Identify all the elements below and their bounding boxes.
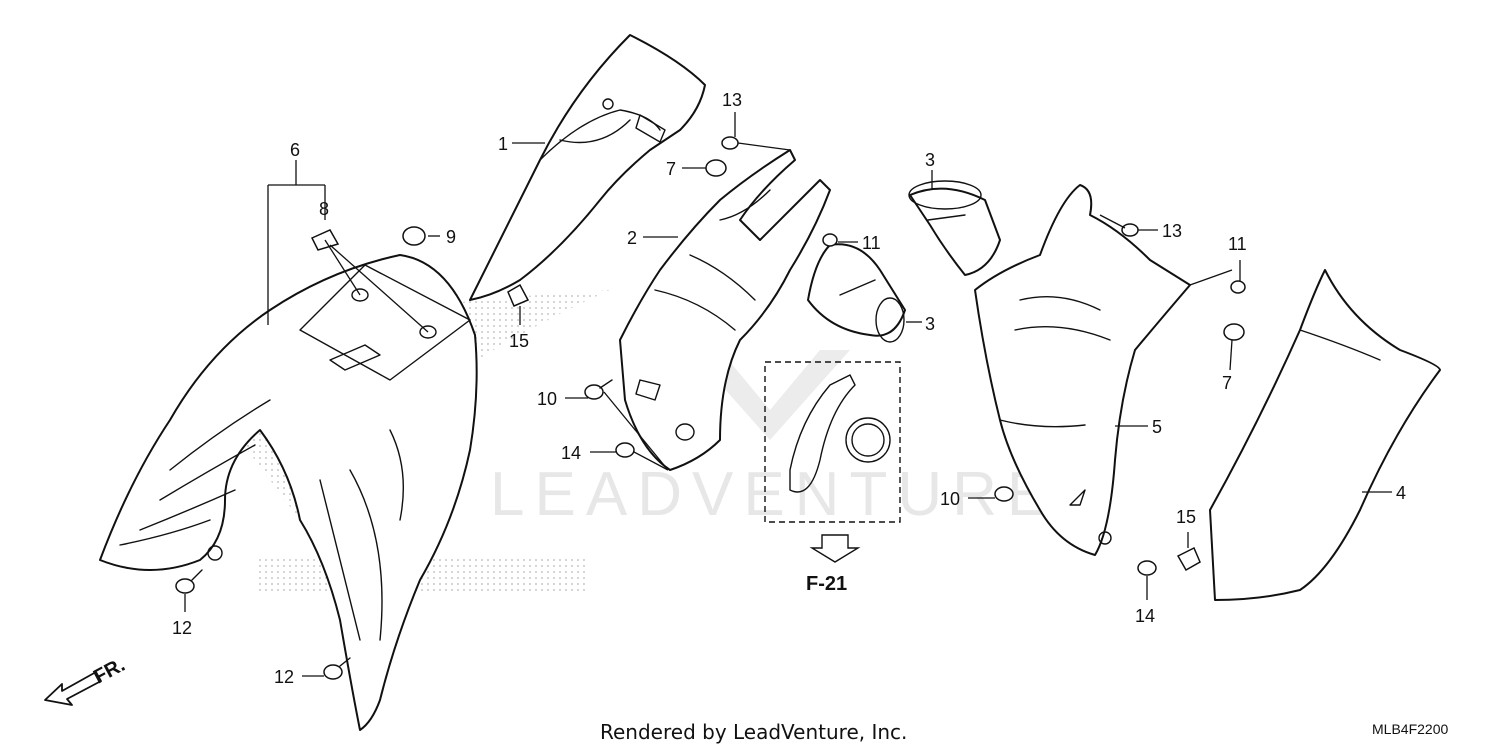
callout-3[interactable]: 3 [925, 150, 935, 170]
callout-9[interactable]: 9 [446, 227, 456, 247]
fastener-10-screw-right[interactable] [994, 486, 1014, 502]
leadventure-logo-watermark [690, 350, 850, 440]
part-4-side-panel[interactable] [1209, 269, 1441, 601]
part-3-duct-upper[interactable] [908, 180, 1001, 276]
fastener-13-screw-left[interactable] [721, 136, 739, 150]
callouts: 1 2 3 3 4 5 6 7 7 8 9 10 10 11 11 12 12 … [172, 90, 1406, 687]
fastener-12-screw-top[interactable] [175, 569, 203, 594]
fastener-11-screw-left[interactable] [822, 233, 838, 247]
fastener-14-screw-left[interactable] [615, 442, 635, 458]
fastener-9-grommet[interactable] [402, 226, 426, 246]
front-direction-indicator: FR. [44, 654, 129, 706]
callout-11[interactable]: 11 [862, 233, 881, 253]
callout-13[interactable]: 13 [722, 90, 742, 110]
part-1-upper-panel[interactable] [469, 34, 706, 301]
diagram-code: MLB4F2200 [1372, 721, 1448, 737]
callout-2[interactable]: 2 [627, 228, 637, 248]
leader-lines [184, 112, 1392, 677]
callout-14[interactable]: 14 [561, 443, 581, 463]
fastener-15-clip-left[interactable] [507, 283, 530, 307]
callout-8[interactable]: 8 [319, 199, 329, 219]
callout-4[interactable]: 4 [1396, 483, 1406, 503]
callout-12[interactable]: 12 [274, 667, 294, 687]
callout-13[interactable]: 13 [1162, 221, 1182, 241]
callout-12[interactable]: 12 [172, 618, 192, 638]
callout-1[interactable]: 1 [498, 134, 508, 154]
callout-3[interactable]: 3 [925, 314, 935, 334]
fastener-15-clip-right[interactable] [1176, 546, 1201, 572]
callout-7[interactable]: 7 [666, 159, 676, 179]
reference-label[interactable]: F-21 [806, 573, 847, 595]
reference-arrow-icon [809, 534, 861, 563]
front-arrow-icon [44, 671, 102, 706]
reference-box-f21 [764, 361, 901, 563]
watermark-text: LEADVENTURE [490, 460, 1058, 529]
callout-15[interactable]: 15 [509, 331, 529, 351]
fastener-11-screw-right[interactable] [1230, 280, 1246, 294]
callout-14[interactable]: 14 [1135, 606, 1155, 626]
fastener-7-grommet-right[interactable] [1223, 323, 1245, 341]
part-5-right-bracket[interactable] [974, 184, 1191, 556]
render-credit: Rendered by LeadVenture, Inc. [600, 720, 907, 744]
fastener-13-screw-right[interactable] [1121, 223, 1139, 237]
fastener-7-grommet-left[interactable] [705, 159, 727, 177]
fastener-12-screw-bottom[interactable] [323, 657, 351, 680]
part-6-inner-cover[interactable] [99, 254, 478, 731]
callout-10[interactable]: 10 [537, 389, 557, 409]
fastener-10-screw-left[interactable] [584, 379, 613, 400]
fastener-14-screw-right[interactable] [1137, 560, 1157, 576]
callout-11[interactable]: 11 [1228, 234, 1247, 254]
part-2-center-bracket[interactable] [619, 149, 831, 471]
callout-10[interactable]: 10 [940, 489, 960, 509]
callout-6[interactable]: 6 [290, 140, 300, 160]
callout-15[interactable]: 15 [1176, 507, 1196, 527]
part-3-duct-lower[interactable] [807, 243, 906, 343]
callout-5[interactable]: 5 [1152, 417, 1162, 437]
callout-7[interactable]: 7 [1222, 373, 1232, 393]
